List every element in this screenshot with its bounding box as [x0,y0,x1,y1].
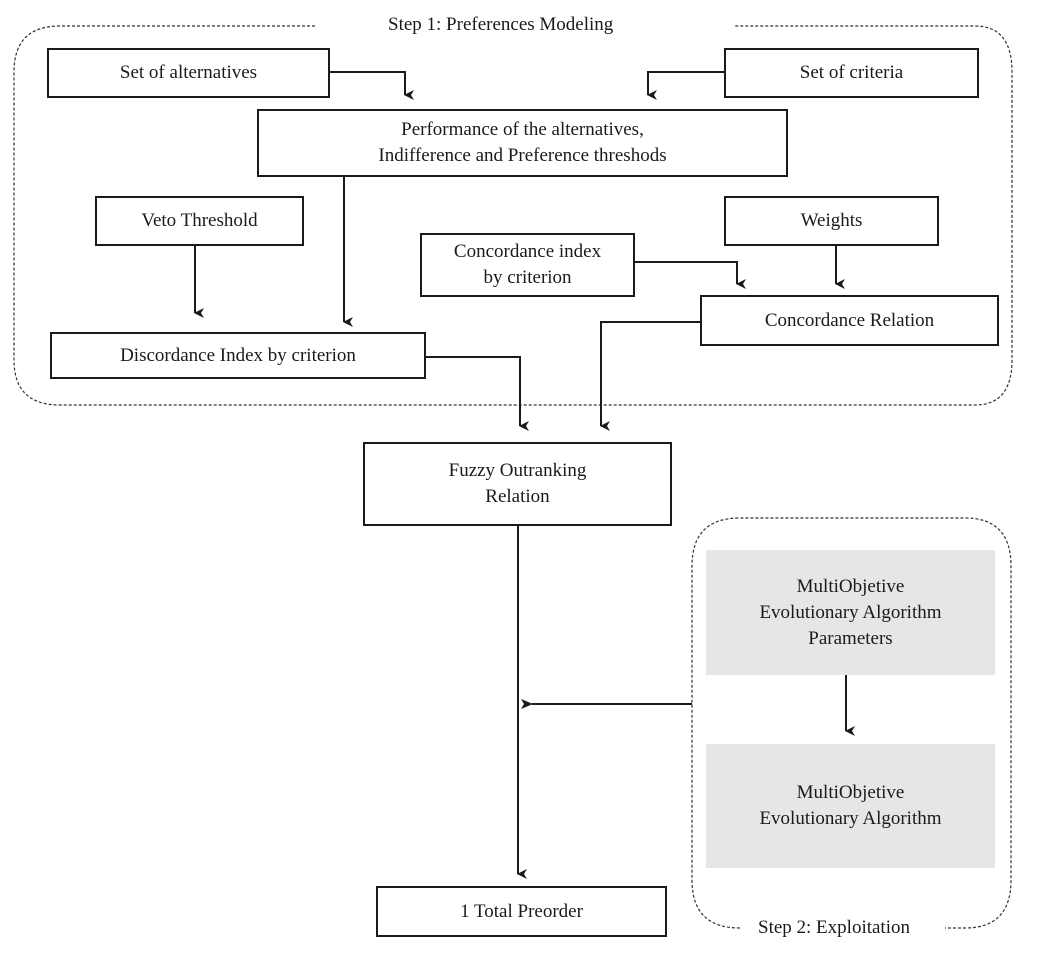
node-discordance-index[interactable]: Discordance Index by criterion [50,332,426,379]
step1-group-label: Step 1: Preferences Modeling [382,14,620,36]
edge-criteria-performance [647,71,724,100]
edge-concindex-concrelation [634,261,746,289]
node-set-of-alternatives[interactable]: Set of alternatives [47,48,330,98]
edge-concrelation-fuzzy [600,321,700,431]
step2-group-label: Step 2: Exploitation [752,917,916,939]
edge-alternatives-performance [329,71,414,100]
node-veto-threshold[interactable]: Veto Threshold [95,196,304,246]
node-fuzzy-outranking[interactable]: Fuzzy Outranking Relation [363,442,672,526]
step2-group-border [691,517,1012,929]
node-performance-thresholds[interactable]: Performance of the alternatives, Indiffe… [257,109,788,177]
node-total-preorder[interactable]: 1 Total Preorder [376,886,667,937]
node-moea[interactable]: MultiObjetive Evolutionary Algorithm [706,744,995,868]
edge-discordance-fuzzy [425,356,529,431]
node-concordance-index[interactable]: Concordance index by criterion [420,233,635,297]
step1-group-border [13,25,1013,406]
node-concordance-relation[interactable]: Concordance Relation [700,295,999,346]
node-moea-parameters[interactable]: MultiObjetive Evolutionary Algorithm Par… [706,550,995,675]
node-set-of-criteria[interactable]: Set of criteria [724,48,979,98]
node-weights[interactable]: Weights [724,196,939,246]
